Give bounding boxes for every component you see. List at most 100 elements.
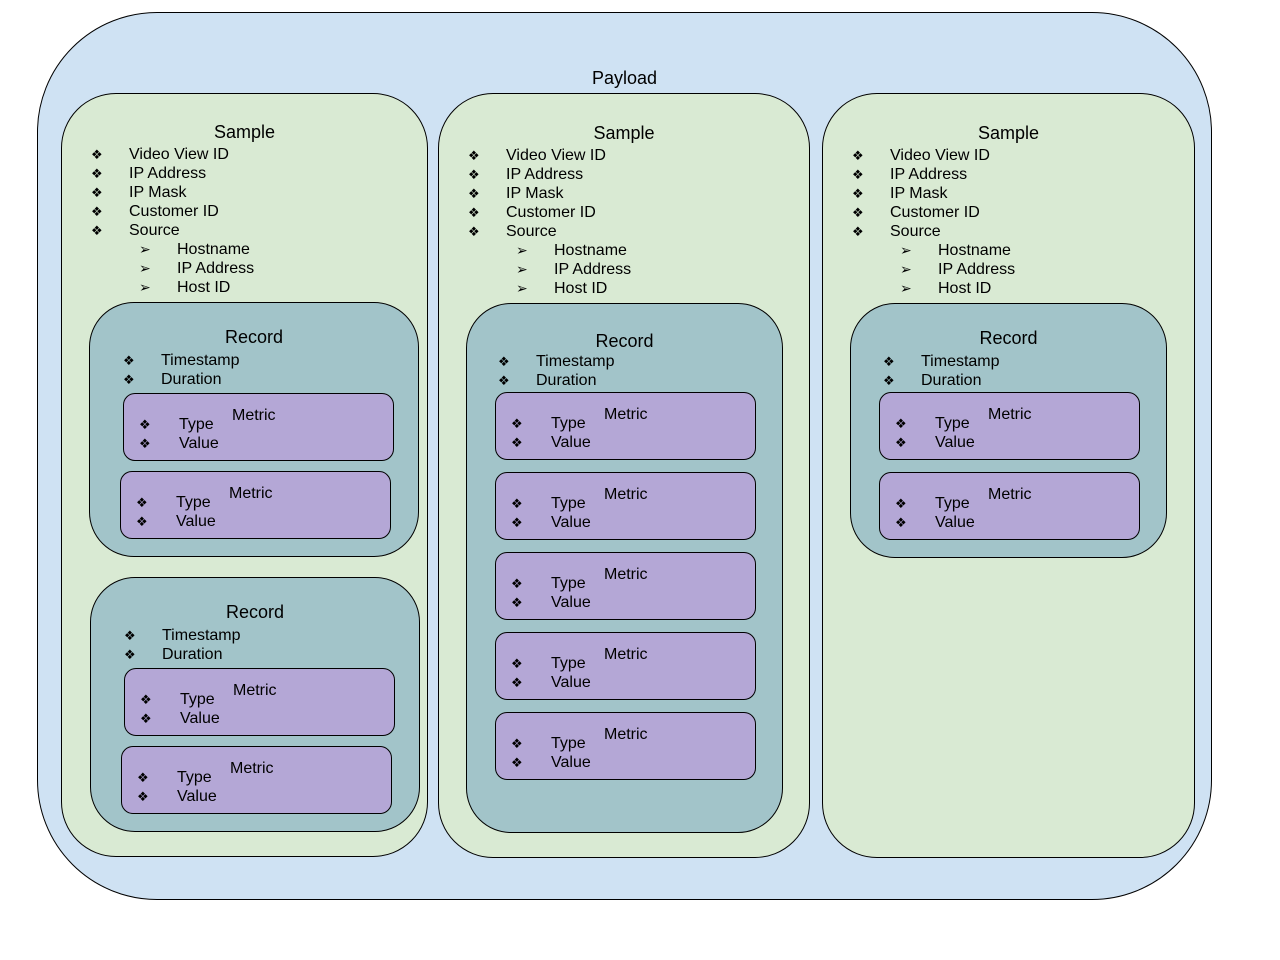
- source-field-label: Host ID: [938, 280, 992, 297]
- metric-field: ❖Type: [511, 654, 586, 673]
- record-field-label: Timestamp: [162, 627, 241, 644]
- sample-field: ❖ Video View ID: [852, 146, 990, 165]
- metric-container: Metric ❖Type ❖ Value: [495, 472, 756, 540]
- diamond-bullet-icon: ❖: [895, 515, 907, 530]
- diamond-bullet-icon: ❖: [124, 647, 136, 662]
- metric-container: Metric ❖ Type❖Value: [879, 392, 1140, 460]
- metric-container: Metric❖Type❖Value: [495, 632, 756, 700]
- source-field: ➢Host ID: [900, 279, 991, 298]
- sample-field-label: IP Address: [890, 166, 968, 183]
- arrow-bullet-icon: ➢: [516, 242, 528, 258]
- sample-field-label: IP Mask: [890, 185, 948, 202]
- diamond-bullet-icon: ❖: [123, 353, 135, 368]
- sample-field-label: Customer ID: [506, 204, 596, 221]
- metric-field-label: Type: [180, 691, 215, 708]
- metric-field-label: Value: [551, 434, 591, 451]
- metric-field: ❖Value: [136, 512, 216, 531]
- sample-title: Sample: [593, 123, 655, 143]
- diamond-bullet-icon: ❖: [91, 147, 103, 162]
- metric-field: ❖Value: [511, 753, 591, 772]
- metric-container: Metric ❖Type ❖ Value: [495, 392, 756, 460]
- sample-field-label: IP Mask: [506, 185, 564, 202]
- metric-field-label: Type: [551, 415, 586, 432]
- metric-field: ❖Type: [511, 494, 586, 513]
- metric-field: ❖Value: [895, 433, 975, 452]
- metric-field: ❖Type: [140, 690, 215, 709]
- sample-field-label: Video View ID: [506, 147, 606, 164]
- metric-field-label: Type: [551, 575, 586, 592]
- diamond-bullet-icon: ❖: [468, 224, 480, 239]
- diamond-bullet-icon: ❖: [139, 417, 151, 432]
- diamond-bullet-icon: ❖: [498, 354, 510, 369]
- sample-field: ❖IP Address: [91, 164, 206, 183]
- diamond-bullet-icon: ❖: [511, 736, 523, 751]
- record-field-label: Duration: [162, 646, 223, 663]
- record-field-label: Timestamp: [161, 352, 240, 369]
- sample-field-label: Customer ID: [890, 204, 980, 221]
- sample-field: ❖IP Address: [468, 165, 583, 184]
- record-field: ❖Duration: [883, 371, 981, 390]
- metric-title: Metric: [229, 485, 273, 502]
- diamond-bullet-icon: ❖: [91, 223, 103, 238]
- sample-field-label: IP Mask: [129, 184, 187, 201]
- source-field-label: Hostname: [554, 242, 627, 259]
- record-title: Record: [224, 327, 284, 347]
- diamond-bullet-icon: ❖: [136, 514, 148, 529]
- arrow-bullet-icon: ➢: [139, 241, 151, 257]
- record-field: ❖Duration: [498, 371, 596, 390]
- record-field: ❖Timestamp: [883, 352, 1000, 371]
- record-field: ❖ Duration: [124, 645, 222, 664]
- sample-field-label: IP Address: [506, 166, 584, 183]
- diamond-bullet-icon: ❖: [511, 515, 523, 530]
- source-field: ➢IP Address: [516, 260, 631, 279]
- metric-field: ❖ Value: [511, 513, 591, 532]
- metric-field-label: Value: [935, 434, 975, 451]
- metric-container: Metric❖Type❖Value: [121, 746, 392, 814]
- source-field-label: Host ID: [554, 280, 608, 297]
- sample-field: ❖Source: [91, 221, 180, 240]
- metric-field: ❖Value: [137, 787, 217, 806]
- metric-title: Metric: [604, 566, 648, 583]
- payload-title: Payload: [591, 68, 658, 88]
- diamond-bullet-icon: ❖: [895, 416, 907, 431]
- source-field: ➢IP Address: [139, 259, 254, 278]
- diamond-bullet-icon: ❖: [468, 205, 480, 220]
- diamond-bullet-icon: ❖: [511, 576, 523, 591]
- arrow-bullet-icon: ➢: [900, 261, 912, 277]
- diamond-bullet-icon: ❖: [91, 166, 103, 181]
- metric-field-label: Value: [180, 710, 220, 727]
- metric-field: ❖ Value: [511, 433, 591, 452]
- metric-field-label: Type: [935, 415, 970, 432]
- diamond-bullet-icon: ❖: [895, 496, 907, 511]
- source-field: ➢Hostname: [900, 241, 1011, 260]
- record-field: ❖ Timestamp: [123, 351, 240, 370]
- metric-title: Metric: [988, 406, 1032, 423]
- sample-field: ❖ Customer ID: [468, 203, 596, 222]
- metric-title: Metric: [604, 486, 648, 503]
- source-field-label: Hostname: [938, 242, 1011, 259]
- diamond-bullet-icon: ❖: [852, 167, 864, 182]
- arrow-bullet-icon: ➢: [516, 280, 528, 296]
- metric-field-label: Value: [551, 594, 591, 611]
- metric-field-label: Value: [935, 514, 975, 531]
- record-field: ❖Duration: [123, 370, 221, 389]
- metric-title: Metric: [604, 406, 648, 423]
- metric-title: Metric: [604, 646, 648, 663]
- metric-field: ❖Type: [511, 414, 586, 433]
- metric-field-label: Value: [551, 514, 591, 531]
- diamond-bullet-icon: ❖: [511, 435, 523, 450]
- record-title: Record: [595, 331, 654, 351]
- arrow-bullet-icon: ➢: [139, 260, 151, 276]
- source-field-label: IP Address: [554, 261, 632, 278]
- sample-field-label: Video View ID: [890, 147, 990, 164]
- sample-field: ❖ IP Address: [852, 165, 967, 184]
- diamond-bullet-icon: ❖: [883, 373, 895, 388]
- metric-container: Metric❖Type❖Value: [123, 393, 394, 461]
- sample-field: ❖ Source: [468, 222, 557, 241]
- record-field: ❖Timestamp: [124, 626, 241, 645]
- metric-field: ❖ Type: [511, 574, 586, 593]
- source-field: ➢Hostname: [139, 240, 250, 259]
- diamond-bullet-icon: ❖: [852, 148, 864, 163]
- diamond-bullet-icon: ❖: [91, 185, 103, 200]
- sample-field-label: Source: [506, 223, 557, 240]
